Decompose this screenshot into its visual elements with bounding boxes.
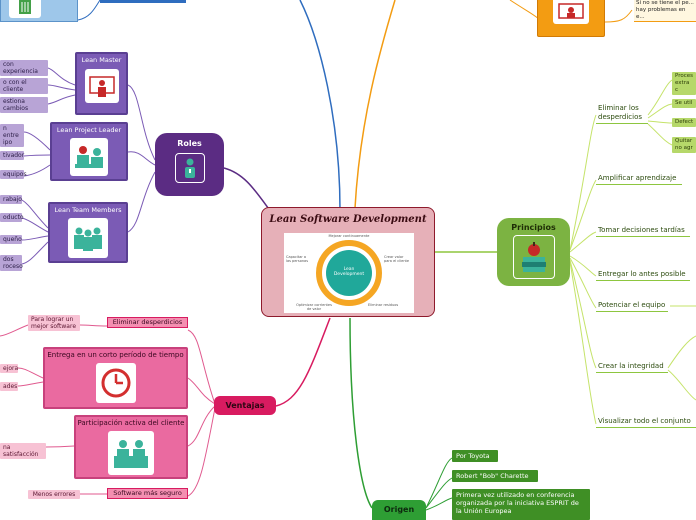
central-topic[interactable]: Lean Software Development Lean Developme… [261, 207, 435, 317]
entrega-title: Entrega en un corto período de tiempo [47, 351, 184, 359]
team-members-item: rabajo [0, 195, 22, 204]
entrega-note: ejora [0, 364, 18, 373]
top-right-note: Si no se tiene el pe... hay problemas en… [634, 0, 696, 22]
ventajas-topic[interactable]: Ventajas [214, 396, 276, 415]
software-seguro-node[interactable]: Software más seguro [107, 488, 188, 499]
central-title: Lean Software Development [269, 214, 427, 225]
cycle-label-top: Mejorar continuamente [328, 234, 370, 238]
cycle-center-label: Lean Development [333, 267, 365, 277]
principio-integridad[interactable]: Crear la integridad [596, 361, 668, 373]
project-leader-item: equipos [0, 170, 27, 179]
principio-subitem: Quitar no agr [672, 137, 696, 153]
presenter-icon [553, 0, 589, 24]
lean-master-card[interactable]: Lean Master [75, 52, 128, 115]
presenter-icon [84, 69, 119, 103]
origen-item: Por Toyota [452, 450, 498, 462]
books-apple-icon [512, 235, 555, 279]
entrega-note: ades [0, 382, 18, 391]
project-leader-item: tivador [0, 151, 24, 160]
principio-potenciar[interactable]: Potenciar el equipo [596, 300, 668, 312]
roles-title: Roles [177, 139, 202, 148]
eliminar-desperdicios-node[interactable]: Eliminar desperdicios [107, 317, 188, 328]
lean-master-item: estiona cambios [0, 97, 48, 113]
lean-master-item: o con el cliente [0, 78, 48, 94]
cycle-label-left: Capacitar a las personas [286, 255, 309, 263]
project-leader-title: Lean Project Leader [56, 126, 122, 134]
meeting-icon [108, 431, 154, 475]
participacion-card[interactable]: Participación activa del cliente [74, 415, 188, 479]
trash-icon [9, 0, 41, 18]
principios-topic[interactable]: Principios [497, 218, 570, 286]
cycle-label-bottom-right: Eliminar residuos [368, 303, 399, 307]
team-members-item: oducto [0, 213, 24, 222]
cycle-label-bottom-left: Optimizar corrientes de valor [296, 303, 332, 311]
principio-subitem: Defect [672, 118, 696, 127]
origen-item: Primera vez utilizado en conferencia org… [452, 489, 590, 520]
eliminar-note: Para lograr un mejor software [28, 315, 80, 331]
project-leader-card[interactable]: Lean Project Leader [50, 122, 128, 181]
principio-entregar[interactable]: Entregar lo antes posible [596, 269, 690, 281]
ventajas-title: Ventajas [225, 401, 265, 410]
seguro-note: Menos errores [28, 490, 80, 499]
participacion-note: na satisfacción [0, 443, 46, 459]
principio-decisiones[interactable]: Tomar decisiones tardías [596, 225, 690, 237]
origen-title: Origen [383, 505, 415, 514]
top-left-card[interactable] [0, 0, 78, 22]
project-leader-item: n entre ipo [0, 124, 24, 147]
lean-master-title: Lean Master [81, 56, 122, 64]
principio-subitem: Se util [672, 99, 696, 108]
principios-title: Principios [511, 223, 556, 232]
roles-topic[interactable]: Roles [155, 133, 224, 196]
origen-topic[interactable]: Origen [372, 500, 426, 520]
team-members-card[interactable]: Lean Team Members [48, 202, 128, 263]
lean-master-item: con experiencia [0, 60, 48, 76]
lean-cycle-diagram: Lean Development Mejorar continuamente C… [284, 233, 414, 313]
participacion-title: Participación activa del cliente [77, 419, 185, 427]
team-leader-icon [70, 138, 108, 176]
origen-item: Robert "Bob" Charette [452, 470, 538, 482]
person-icon [174, 153, 205, 183]
principio-amplificar[interactable]: Amplificar aprendizaje [596, 173, 682, 185]
top-blue-bar[interactable] [100, 0, 186, 3]
principio-eliminar[interactable]: Eliminar los desperdicios [596, 103, 648, 124]
team-members-title: Lean Team Members [54, 206, 122, 214]
principio-visualizar[interactable]: Visualizar todo el conjunto [596, 416, 696, 428]
entrega-card[interactable]: Entrega en un corto período de tiempo [43, 347, 188, 409]
cycle-label-right: Crear valor para el cliente [384, 255, 410, 263]
team-icon [68, 218, 108, 258]
principio-subitem: Proces extra c [672, 72, 696, 95]
top-right-card[interactable] [537, 0, 605, 37]
team-members-item: dos roceso [0, 255, 23, 271]
clock-icon [95, 363, 136, 403]
team-members-item: queño [0, 235, 22, 244]
